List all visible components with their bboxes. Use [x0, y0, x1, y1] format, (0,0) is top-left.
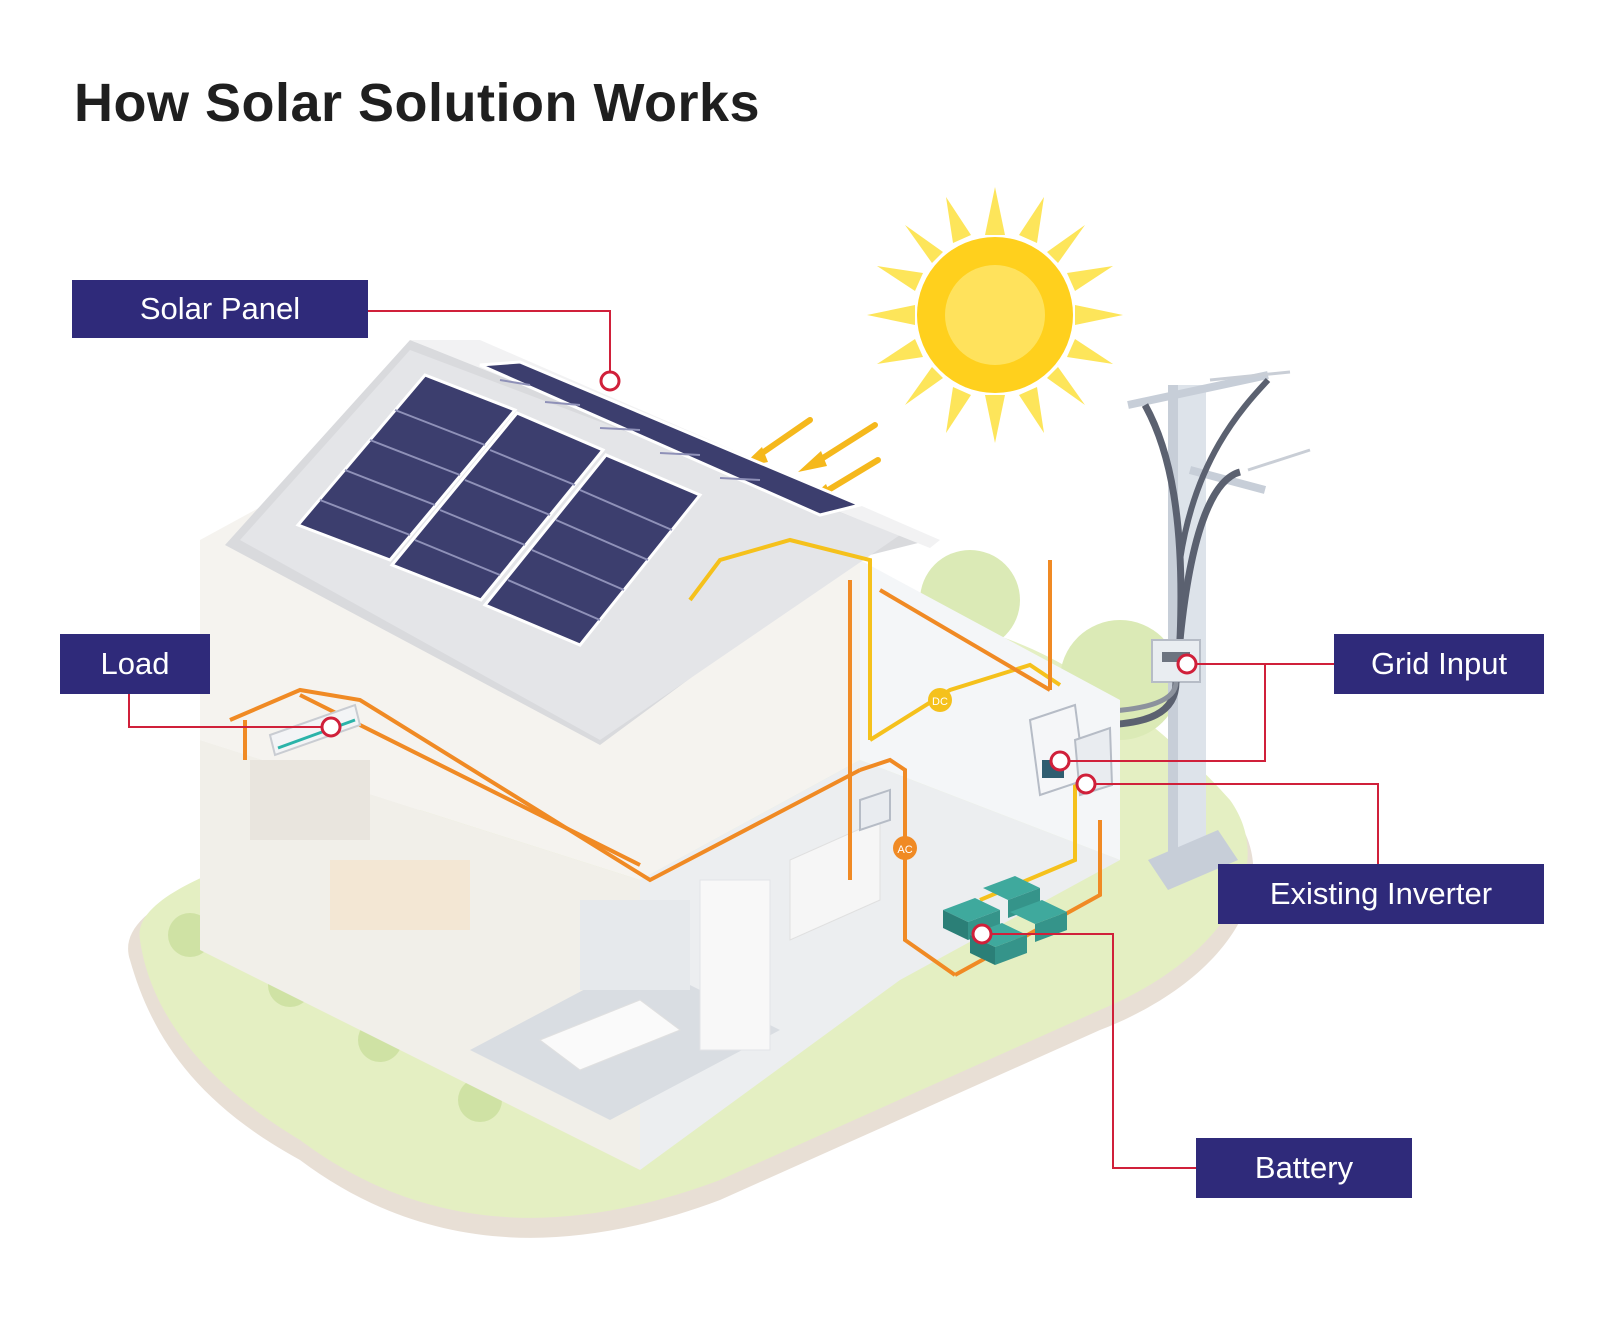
callout-dots — [320, 370, 1198, 945]
ac-tag: AC — [893, 836, 917, 860]
solar-panel-icon — [295, 360, 865, 647]
load-label: Load — [60, 634, 210, 694]
svg-text:DC: DC — [932, 696, 948, 708]
dc-tag: DC — [928, 688, 952, 712]
ac-wiring — [229, 560, 1102, 977]
utility-pole-icon — [1094, 370, 1311, 890]
page-title: How Solar Solution Works — [74, 73, 761, 133]
sun-icon — [867, 187, 1123, 443]
existing-inverter-label: Existing Inverter — [1218, 864, 1544, 924]
grid-input-label: Grid Input — [1334, 634, 1544, 694]
solar-panel-label: Solar Panel — [72, 280, 368, 338]
svg-text:AC: AC — [897, 844, 912, 856]
air-conditioner-icon — [268, 703, 362, 757]
battery-label: Battery — [1196, 1138, 1412, 1198]
